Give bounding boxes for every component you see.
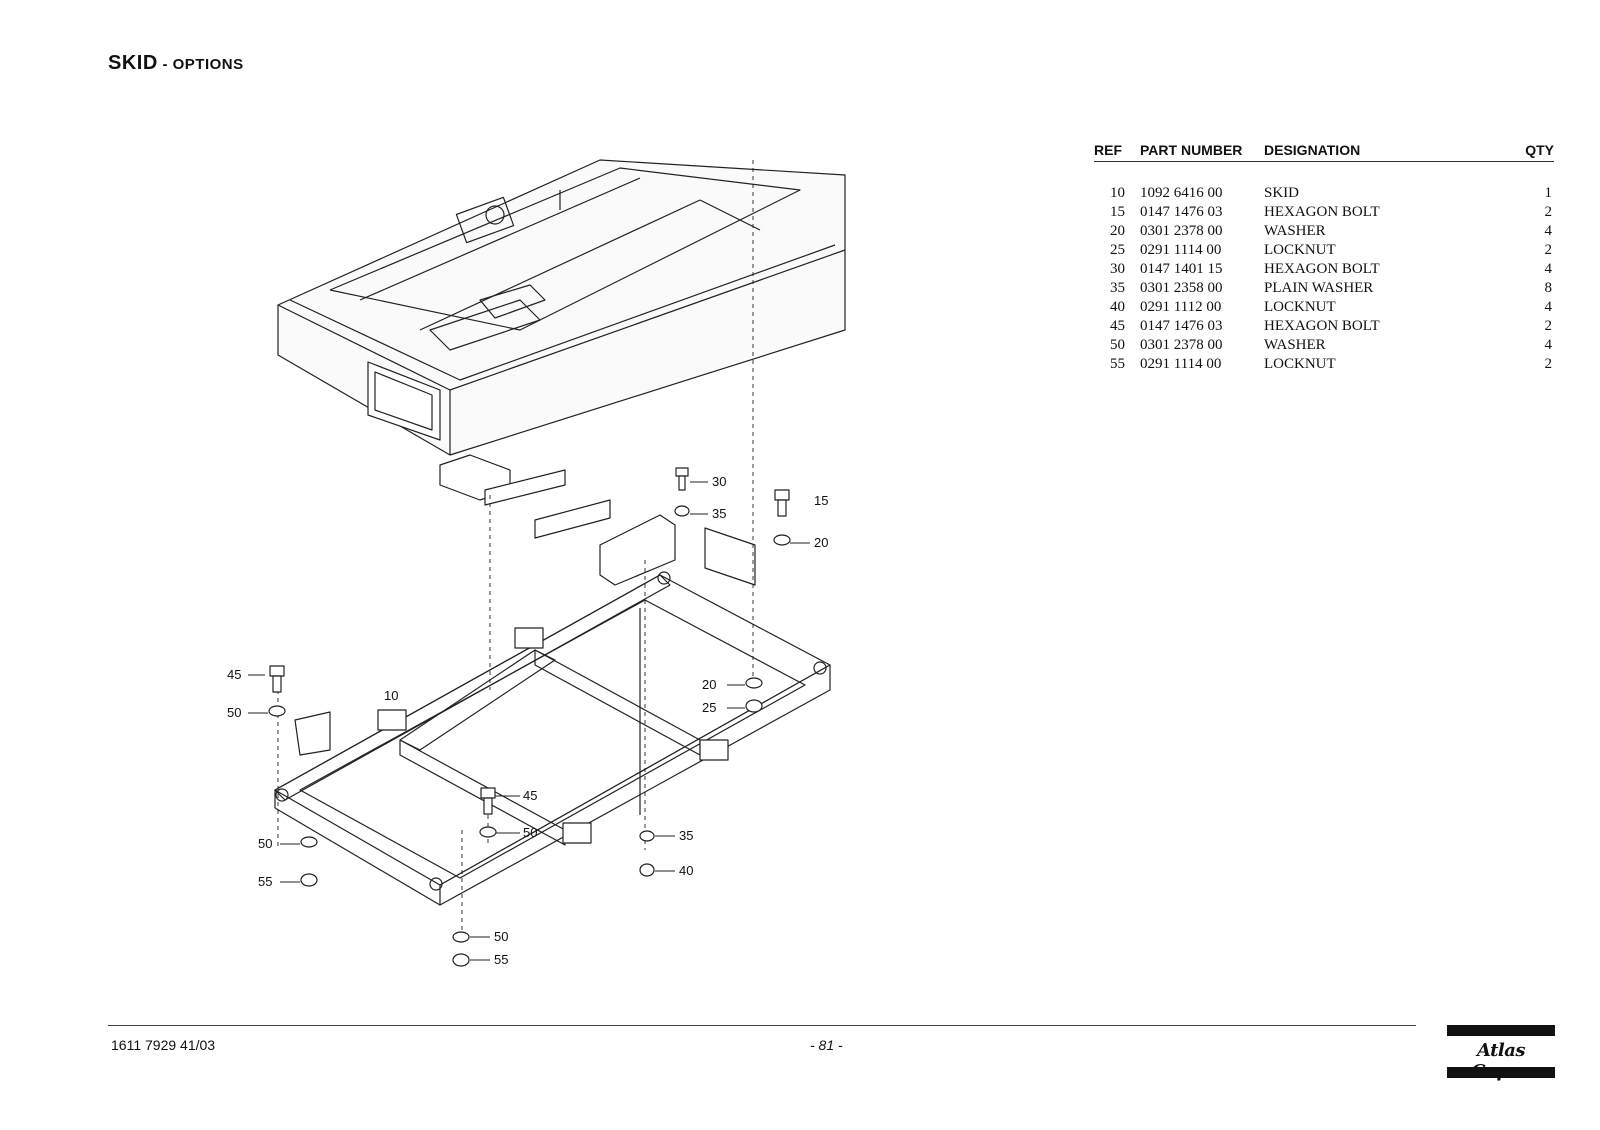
cell-ref: 55 (1110, 356, 1125, 372)
document-number: 1611 7929 41/03 (111, 1037, 216, 1053)
cell-qty: 4 (1544, 337, 1553, 353)
cell-ref: 10 (1110, 185, 1125, 201)
callout-50: 50 (227, 705, 241, 720)
cell-part-number: 0291 1112 00 (1140, 299, 1222, 315)
cell-designation: HEXAGON BOLT (1264, 204, 1380, 220)
callout-35: 35 (712, 506, 726, 521)
cell-qty: 2 (1544, 318, 1553, 334)
cell-part-number: 0301 2378 00 (1140, 337, 1223, 353)
skid-frame-drawing (274, 571, 831, 906)
callout-55b: 55 (494, 952, 508, 967)
table-row: 25 0291 1114 00 LOCKNUT 2 (1094, 241, 1554, 260)
callout-30: 30 (712, 474, 726, 489)
cell-designation: WASHER (1264, 223, 1326, 239)
col-designation: DESIGNATION (1264, 142, 1497, 162)
exploded-parts-diagram: 30 35 15 20 45 50 10 20 25 45 50 35 50 5… (227, 159, 846, 967)
table-row: 30 0147 1401 15 HEXAGON BOLT 4 (1094, 260, 1554, 279)
cell-ref: 15 (1110, 204, 1125, 220)
cell-designation: LOCKNUT (1264, 242, 1336, 258)
callout-50b: 50 (523, 825, 537, 840)
table-row: 50 0301 2378 00 WASHER 4 (1094, 336, 1554, 355)
title-sub: - OPTIONS (157, 56, 244, 73)
cell-part-number: 0301 2358 00 (1140, 280, 1223, 296)
canopy-frame-drawing (277, 159, 846, 456)
page-number: - 81 - (810, 1037, 843, 1053)
callout-50c: 50 (258, 836, 272, 851)
parts-table-body: 10 1092 6416 00 SKID 1 15 0147 1476 03 HEXAGON… (1094, 162, 1554, 375)
parts-table-header: REF PART NUMBER DESIGNATION QTY (1094, 142, 1554, 162)
table-row: 20 0301 2378 00 WASHER 4 (1094, 222, 1554, 241)
table-row: 15 0147 1476 03 HEXAGON BOLT 2 (1094, 203, 1554, 222)
callout-50d: 50 (494, 929, 508, 944)
cell-part-number: 0291 1114 00 (1140, 356, 1222, 372)
assembly-lines (277, 160, 754, 940)
cell-ref: 20 (1110, 223, 1125, 239)
footer-divider (108, 1025, 1416, 1026)
callout-10: 10 (384, 688, 398, 703)
cell-ref: 30 (1110, 261, 1125, 277)
cell-part-number: 0147 1476 03 (1140, 318, 1223, 334)
cell-qty: 2 (1544, 356, 1553, 372)
callout-45b: 45 (523, 788, 537, 803)
cell-qty: 1 (1544, 185, 1553, 201)
cell-qty: 4 (1544, 223, 1553, 239)
atlas-copco-logo: Atlas Copco (1447, 1025, 1555, 1082)
table-row: 10 1092 6416 00 SKID 1 (1094, 184, 1554, 203)
cell-qty: 2 (1544, 242, 1553, 258)
cell-ref: 40 (1110, 299, 1125, 315)
cell-part-number: 1092 6416 00 (1140, 185, 1223, 201)
col-ref: REF (1094, 142, 1140, 162)
callout-labels: 30 35 15 20 45 50 10 20 25 45 50 35 50 5… (227, 474, 828, 967)
table-row: 35 0301 2358 00 PLAIN WASHER 8 (1094, 279, 1554, 298)
table-row: 45 0147 1476 03 HEXAGON BOLT 2 (1094, 317, 1554, 336)
col-qty: QTY (1496, 142, 1554, 162)
callout-45: 45 (227, 667, 241, 682)
page-title: SKID - OPTIONS (108, 52, 244, 75)
callout-15: 15 (814, 493, 828, 508)
cell-part-number: 0147 1476 03 (1140, 204, 1223, 220)
parts-table: REF PART NUMBER DESIGNATION QTY 10 1092 6… (1094, 142, 1554, 374)
cell-ref: 25 (1110, 242, 1125, 258)
cell-designation: PLAIN WASHER (1264, 280, 1374, 296)
callout-20: 20 (814, 535, 828, 550)
callout-40: 40 (679, 863, 693, 878)
cell-ref: 50 (1110, 337, 1125, 353)
title-main: SKID (108, 52, 158, 74)
cell-ref: 35 (1110, 280, 1125, 296)
cell-qty: 4 (1544, 299, 1553, 315)
cell-ref: 45 (1110, 318, 1125, 334)
table-row: 40 0291 1112 00 LOCKNUT 4 (1094, 298, 1554, 317)
col-part-number: PART NUMBER (1140, 142, 1264, 162)
cell-part-number: 0301 2378 00 (1140, 223, 1223, 239)
cell-designation: LOCKNUT (1264, 299, 1336, 315)
callout-35b: 35 (679, 828, 693, 843)
logo-bar-bottom (1447, 1067, 1555, 1078)
cell-designation: LOCKNUT (1264, 356, 1336, 372)
cell-designation: HEXAGON BOLT (1264, 318, 1380, 334)
fasteners-drawing (268, 467, 791, 967)
logo-bar-top (1447, 1025, 1555, 1036)
callout-25: 25 (702, 700, 716, 715)
cell-designation: WASHER (1264, 337, 1326, 353)
cell-qty: 4 (1544, 261, 1553, 277)
cell-designation: SKID (1264, 185, 1300, 201)
callout-55: 55 (258, 874, 272, 889)
cell-part-number: 0147 1401 15 (1140, 261, 1223, 277)
callout-20b: 20 (702, 677, 716, 692)
cell-qty: 2 (1544, 204, 1553, 220)
cell-part-number: 0291 1114 00 (1140, 242, 1222, 258)
leader-lines (248, 481, 810, 961)
table-row: 55 0291 1114 00 LOCKNUT 2 (1094, 355, 1554, 374)
cell-designation: HEXAGON BOLT (1264, 261, 1380, 277)
cell-qty: 8 (1544, 280, 1553, 296)
